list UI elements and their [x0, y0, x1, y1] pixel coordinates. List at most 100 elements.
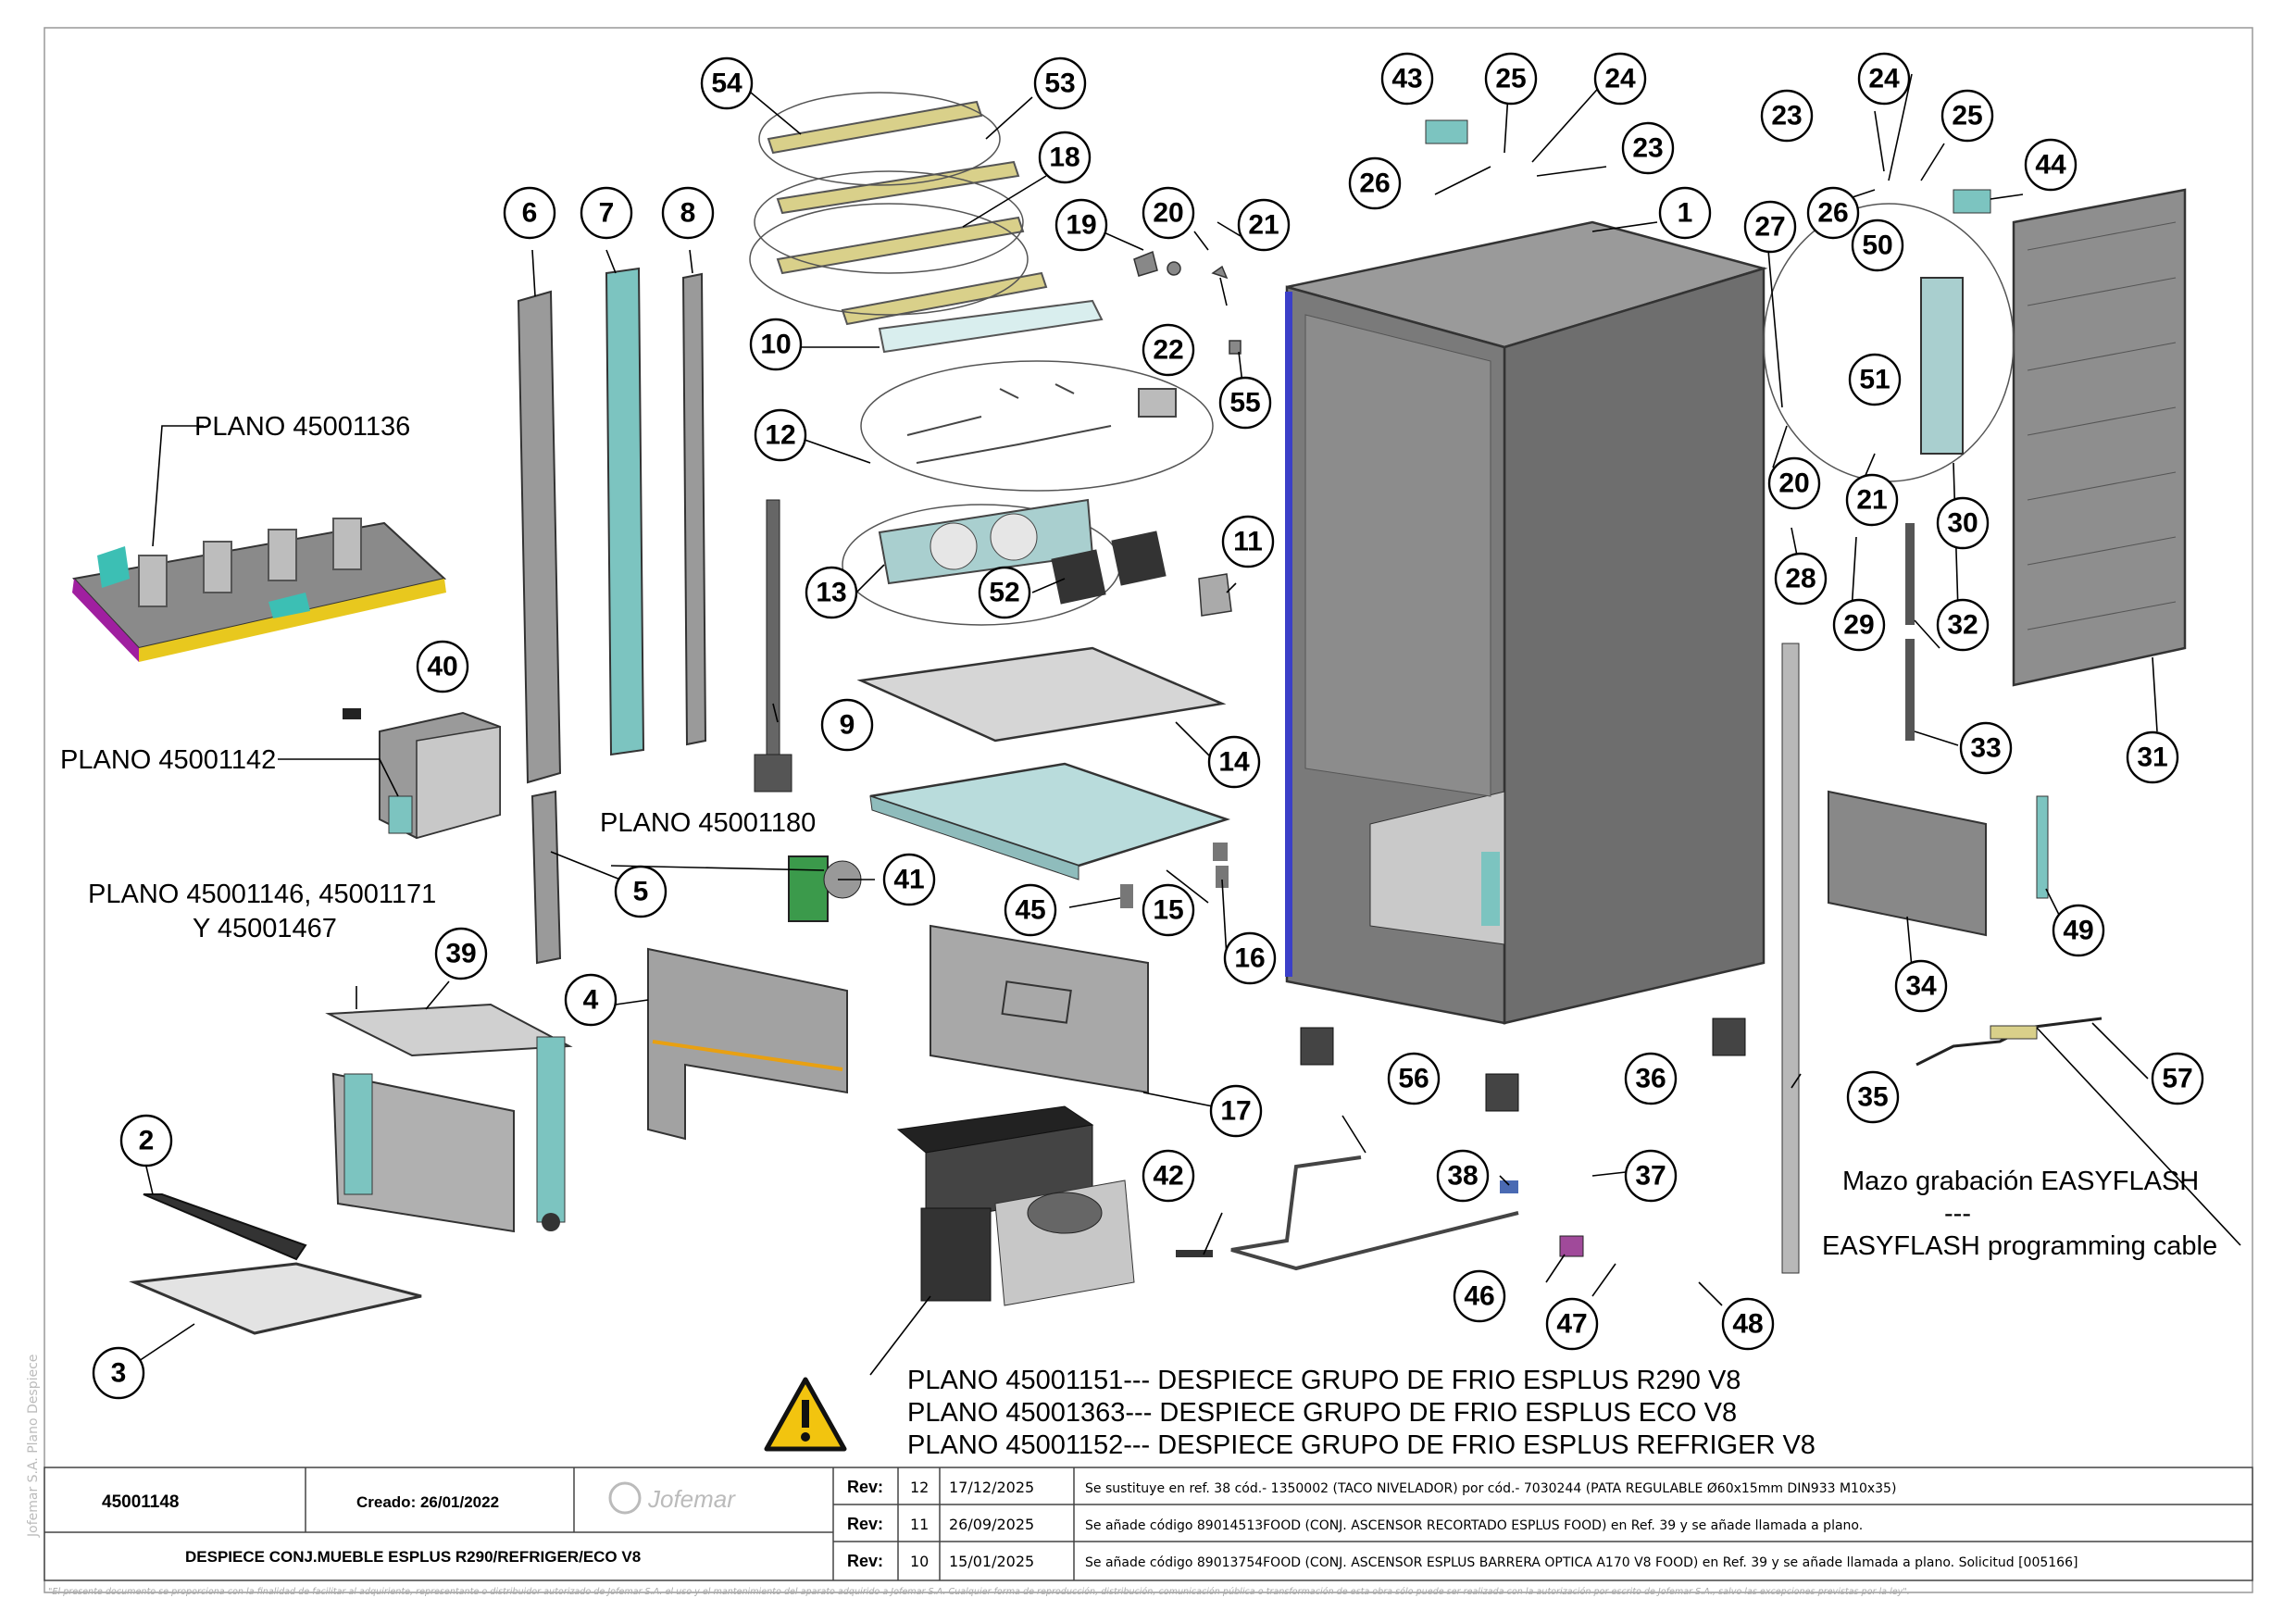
callout-6: 6: [503, 186, 556, 240]
svg-text:16: 16: [1234, 943, 1265, 974]
callout-50: 50: [1851, 218, 1904, 272]
drawing-description: DESPIECE CONJ.MUEBLE ESPLUS R290/REFRIGE…: [185, 1548, 641, 1566]
svg-text:7: 7: [599, 198, 615, 229]
svg-text:20: 20: [1778, 468, 1809, 499]
rail-9: [766, 499, 780, 769]
small-parts: [1133, 250, 1242, 617]
callout-19: 19: [1054, 198, 1108, 252]
callout-14: 14: [1207, 735, 1261, 789]
svg-text:Rev:: Rev:: [847, 1552, 883, 1570]
svg-text:33: 33: [1970, 733, 2001, 764]
callout-40: 40: [416, 640, 469, 693]
callout-22: 22: [1142, 323, 1195, 377]
bracket-49: [2036, 795, 2049, 899]
svg-text:31: 31: [2137, 743, 2167, 773]
svg-text:41: 41: [893, 865, 924, 895]
condensing-unit: [896, 1105, 1135, 1306]
callout-39: 39: [434, 927, 488, 980]
callout-9: 9: [820, 698, 874, 752]
callout-45: 45: [1004, 883, 1057, 937]
callout-42: 42: [1142, 1149, 1195, 1203]
plan-labels: PLANO 45001136 PLANO 45001142 PLANO 4500…: [60, 412, 816, 943]
svg-text:23: 23: [1632, 133, 1663, 164]
rail-33: [1905, 639, 1915, 741]
svg-text:2: 2: [139, 1126, 155, 1156]
drain-tube-56: [1230, 1155, 1519, 1271]
svg-text:49: 49: [2063, 916, 2093, 946]
svg-text:27: 27: [1754, 212, 1785, 243]
callout-37: 37: [1624, 1149, 1678, 1203]
top-rails: [767, 100, 1048, 326]
rear-panel-31: [2012, 188, 2187, 687]
rail-35: [1781, 643, 1800, 1274]
callout-10: 10: [749, 318, 803, 371]
part-42: [1176, 1250, 1213, 1257]
upright-7: [605, 267, 645, 756]
revision-row: Rev: 11 26/09/2025 Se añade código 89014…: [847, 1515, 1863, 1533]
svg-text:51: 51: [1859, 365, 1890, 395]
cold-group-line-3: PLANO 45001152--- DESPIECE GRUPO DE FRIO…: [907, 1430, 1816, 1460]
drawing-frame: [44, 27, 2253, 1593]
svg-text:24: 24: [1604, 64, 1636, 94]
svg-text:56: 56: [1398, 1064, 1429, 1094]
svg-text:26: 26: [1359, 169, 1390, 199]
svg-text:44: 44: [2035, 150, 2066, 181]
svg-text:55: 55: [1229, 388, 1260, 418]
drawing-number: 45001148: [102, 1492, 180, 1512]
svg-text:26/09/2025: 26/09/2025: [949, 1516, 1034, 1533]
callout-53: 53: [1033, 56, 1087, 110]
svg-text:30: 30: [1947, 508, 1978, 539]
svg-text:29: 29: [1843, 610, 1874, 641]
svg-text:1: 1: [1678, 198, 1693, 229]
callout-48: 48: [1721, 1297, 1775, 1351]
callout-41: 41: [882, 853, 936, 906]
callout-8: 8: [661, 186, 715, 240]
callout-24a: 24: [1593, 52, 1647, 106]
svg-text:39: 39: [445, 939, 476, 969]
callout-5: 5: [614, 865, 668, 918]
svg-text:28: 28: [1785, 564, 1816, 594]
callout-57: 57: [2151, 1052, 2204, 1105]
label-plano-45001146: PLANO 45001146, 45001171: [88, 880, 436, 909]
heater-components: [906, 383, 1177, 464]
callout-21b: 21: [1845, 473, 1899, 527]
svg-text:25: 25: [1952, 101, 1982, 131]
svg-text:11: 11: [910, 1516, 929, 1533]
glass-panel-10: [878, 299, 1104, 354]
callout-12: 12: [754, 408, 807, 462]
svg-text:57: 57: [2162, 1064, 2192, 1094]
svg-text:26: 26: [1817, 198, 1848, 229]
callout-11: 11: [1221, 515, 1275, 568]
svg-text:43: 43: [1391, 64, 1422, 94]
callout-36: 36: [1624, 1052, 1678, 1105]
svg-text:45: 45: [1015, 895, 1045, 926]
revision-row: Rev: 12 17/12/2025 Se sustituye en ref. …: [847, 1478, 1896, 1496]
callout-38: 38: [1436, 1149, 1490, 1203]
svg-text:34: 34: [1905, 971, 1937, 1002]
fan-52a: [1051, 549, 1106, 605]
callout-43: 43: [1380, 52, 1434, 106]
svg-text:15: 15: [1153, 895, 1183, 926]
upright-6: [517, 290, 562, 784]
cold-group-line-2: PLANO 45001363--- DESPIECE GRUPO DE FRIO…: [907, 1398, 1737, 1428]
callout-1: 1: [1658, 186, 1712, 240]
callout-32: 32: [1936, 598, 1990, 652]
callout-55: 55: [1218, 376, 1272, 430]
svg-text:13: 13: [816, 578, 846, 608]
created-date: Creado: 26/01/2022: [356, 1493, 499, 1511]
callout-46: 46: [1453, 1269, 1506, 1323]
cold-group-plans: PLANO 45001151--- DESPIECE GRUPO DE FRIO…: [907, 1366, 1816, 1460]
callout-51: 51: [1848, 353, 1902, 406]
svg-text:14: 14: [1218, 747, 1250, 778]
svg-text:19: 19: [1066, 210, 1096, 241]
svg-text:Se añade código 89014513FOOD (: Se añade código 89014513FOOD (CONJ. ASCE…: [1085, 1518, 1863, 1533]
board-41: [788, 855, 829, 922]
upright-5: [530, 790, 562, 965]
easyflash-line-1: Mazo grabación EASYFLASH: [1842, 1167, 2199, 1196]
title-block: 45001148 Creado: 26/01/2022 Jofemar DESP…: [44, 1467, 2253, 1581]
part-46: [1559, 1235, 1584, 1257]
callout-30: 30: [1936, 496, 1990, 550]
svg-text:52: 52: [989, 578, 1019, 608]
callout-25b: 25: [1940, 89, 1994, 143]
svg-text:Rev:: Rev:: [847, 1515, 883, 1533]
